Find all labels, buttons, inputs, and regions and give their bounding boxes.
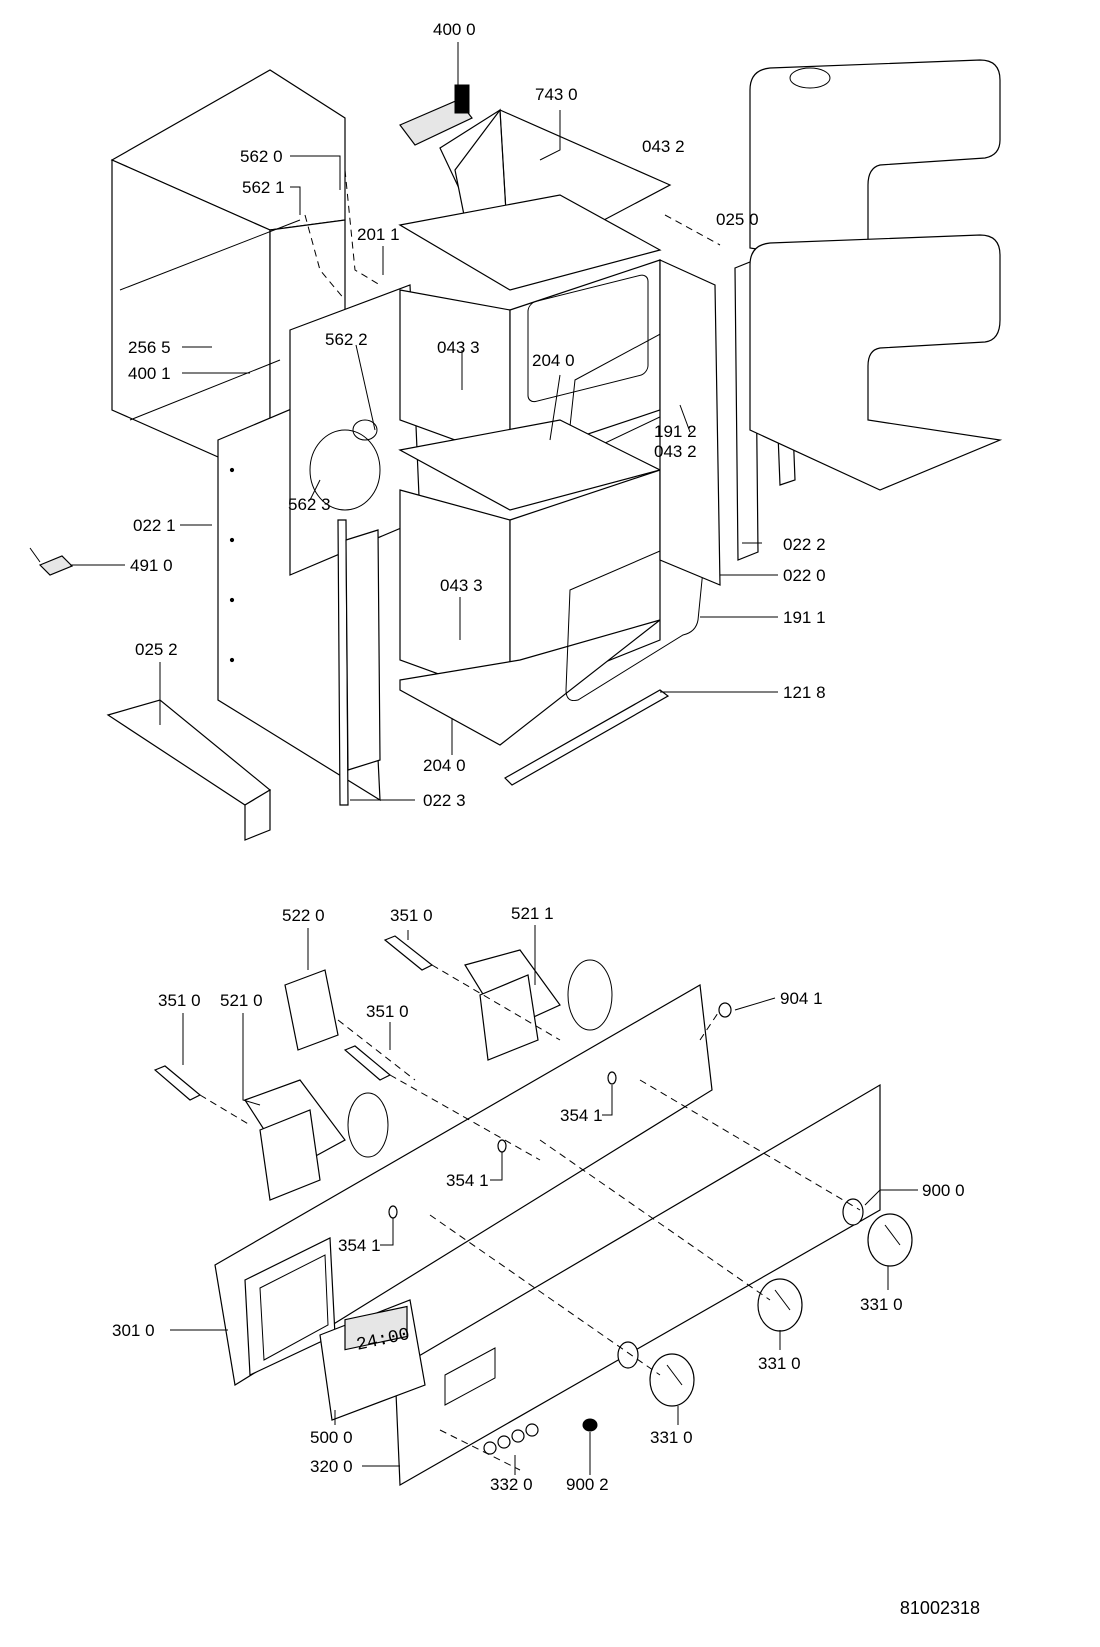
fan-motor-400-0 [399, 84, 473, 146]
springs-354-1 [388, 1071, 617, 1219]
label-frame-204-0-lower: 204 0 [423, 756, 466, 775]
label-top-hood: 743 0 [535, 85, 578, 104]
label-fascia-320-0: 320 0 [310, 1457, 353, 1476]
label-thermostat-522-0: 522 0 [282, 906, 325, 925]
label-clip-562-3: 562 3 [288, 495, 331, 514]
label-clip-562-0: 562 0 [240, 147, 283, 166]
label-spring-354-1-c: 354 1 [338, 1236, 381, 1255]
label-rail-022-2: 022 2 [783, 535, 826, 554]
label-switch-521-0: 521 0 [220, 991, 263, 1010]
thermostat-522-0 [284, 969, 339, 1051]
label-bracket-043-3-lower: 043 3 [440, 576, 483, 595]
label-duct-256-5: 256 5 [128, 338, 171, 357]
label-sensor-491-0: 491 0 [130, 556, 173, 575]
label-heater-191-1: 191 1 [783, 608, 826, 627]
lower-cavity [398, 419, 662, 746]
label-panel-301-0: 301 0 [112, 1321, 155, 1340]
sensor-491-0 [29, 547, 74, 576]
knob-331-0-left [649, 1353, 695, 1407]
fascia-panel-320-0 [394, 1083, 881, 1487]
label-spring-354-1-a: 354 1 [560, 1106, 603, 1125]
rail-022-3 [337, 519, 381, 806]
label-heater-191-2: 191 2 [654, 422, 697, 441]
lower-assembly: 24:00 [112, 904, 965, 1494]
label-frame-204-0-upper: 204 0 [532, 351, 575, 370]
lamp-351-0-mid [343, 1045, 392, 1081]
label-fan-400-1: 400 1 [128, 364, 171, 383]
timer-500-0: 24:00 [319, 1299, 426, 1421]
plug-900-2 [582, 1418, 598, 1432]
label-screw-904-1: 904 1 [780, 989, 823, 1008]
label-rail-022-3: 022 3 [423, 791, 466, 810]
strip-025-2 [106, 699, 272, 841]
label-clip-562-1: 562 1 [242, 178, 285, 197]
label-timer-500-0: 500 0 [310, 1428, 353, 1447]
label-switch-521-1: 521 1 [511, 904, 554, 923]
label-plug-900-2: 900 2 [566, 1475, 609, 1494]
label-clip-562-2: 562 2 [325, 330, 368, 349]
label-bracket-top-right: 043 2 [642, 137, 685, 156]
knob-331-0-mid [757, 1278, 803, 1332]
label-cover-201-1: 201 1 [357, 225, 400, 244]
label-grille-121-8: 121 8 [783, 683, 826, 702]
leader-lines-lower [170, 925, 918, 1475]
frame-panel-301-0 [214, 984, 713, 1386]
lamp-351-0-top [383, 935, 434, 971]
label-ring-900-0: 900 0 [922, 1181, 965, 1200]
assembly-lines-upper [304, 169, 721, 301]
label-lamp-351-0-left: 351 0 [158, 991, 201, 1010]
knob-331-0-right [867, 1213, 913, 1267]
label-knob-331-0-mid: 331 0 [758, 1354, 801, 1373]
label-strip-025-0: 025 0 [716, 210, 759, 229]
ring-left [617, 1341, 639, 1369]
label-lamp-351-0-mid: 351 0 [366, 1002, 409, 1021]
label-fan-motor: 400 0 [433, 20, 476, 39]
label-bracket-043-2-mid: 043 2 [654, 442, 697, 461]
label-strip-025-2: 025 2 [135, 640, 178, 659]
label-knob-331-0-right: 331 0 [860, 1295, 903, 1314]
drawing-number: 81002318 [899, 1598, 980, 1618]
lamp-351-0-left [153, 1065, 202, 1101]
leader-lines-upper [70, 42, 778, 801]
grille-121-8 [504, 689, 670, 786]
ring-900-0 [842, 1198, 864, 1226]
switch-521-1 [464, 949, 613, 1061]
label-side-022-0: 022 0 [783, 566, 826, 585]
switch-521-0 [244, 1079, 389, 1201]
label-knob-331-0-left: 331 0 [650, 1428, 693, 1447]
label-bracket-043-3-upper: 043 3 [437, 338, 480, 357]
label-lamp-351-0-top: 351 0 [390, 906, 433, 925]
label-buttons-332-0: 332 0 [490, 1475, 533, 1494]
buttons-332-0 [483, 1423, 539, 1455]
assembly-lines-lower [199, 964, 861, 1471]
packaging-sleeves [749, 59, 1003, 491]
upper-cavity [398, 194, 662, 461]
label-side-022-1: 022 1 [133, 516, 176, 535]
label-spring-354-1-b: 354 1 [446, 1171, 489, 1190]
screw-904-1 [718, 1002, 732, 1018]
upper-assembly: 400 0 743 0 043 2 025 0 562 0 562 1 201 … [29, 20, 1003, 841]
